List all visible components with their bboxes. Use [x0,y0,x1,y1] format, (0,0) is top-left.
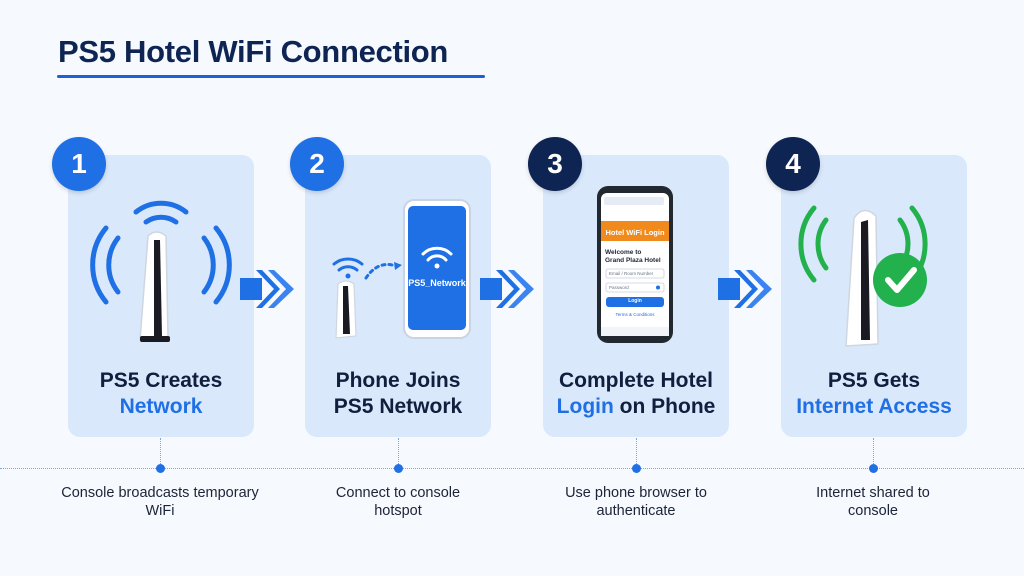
step-4-badge: 4 [766,137,820,191]
welcome-line-1: Welcome to [605,249,642,256]
step-2-connector [398,438,399,468]
arrow-1-to-2 [240,270,294,308]
step-1-connector [160,438,161,468]
step-3-description: Use phone browser to authenticate [565,485,707,519]
arrow-2-to-3 [480,270,534,308]
step-3-caption: Complete Hotel Login on Phone [556,369,716,418]
step-1-description: Console broadcasts temporary WiFi [61,485,259,519]
welcome-line-2: Grand Plaza Hotel [605,257,661,264]
step-3-connector [636,438,637,468]
step-4-description: Internet shared to console [816,485,930,519]
room-number-field: Email / Room Number [609,271,654,276]
phone-join-icon [332,199,471,339]
phone-network-label: PS5_Network [408,278,466,288]
timeline-dot-1 [156,464,165,473]
step-2-description: Connect to console hotspot [335,485,461,519]
step-1-caption: PS5 Creates Network [99,369,223,418]
password-field: Password [609,285,629,290]
timeline-dot-3 [632,464,641,473]
step-2-caption: Phone Joins PS5 Network [333,369,463,418]
step-2-badge: 2 [290,137,344,191]
step-1-badge: 1 [52,137,106,191]
arrow-3-to-4 [718,270,772,308]
step-4-caption: PS5 Gets Internet Access [796,369,952,418]
timeline [0,468,1024,469]
title-underline [57,75,485,78]
step-3-badge: 3 [528,137,582,191]
step-4-connector [873,438,874,468]
timeline-dot-4 [869,464,878,473]
login-header: Hotel WiFi Login [605,228,665,237]
page-title: PS5 Hotel WiFi Connection [58,34,449,69]
login-button: Login [628,298,642,304]
terms-link: Terms & Conditions [615,312,655,317]
ps5-connected-icon [798,205,928,347]
timeline-dot-2 [394,464,403,473]
ps5-broadcast-icon [90,200,232,342]
hotel-login-phone-icon [597,186,673,343]
